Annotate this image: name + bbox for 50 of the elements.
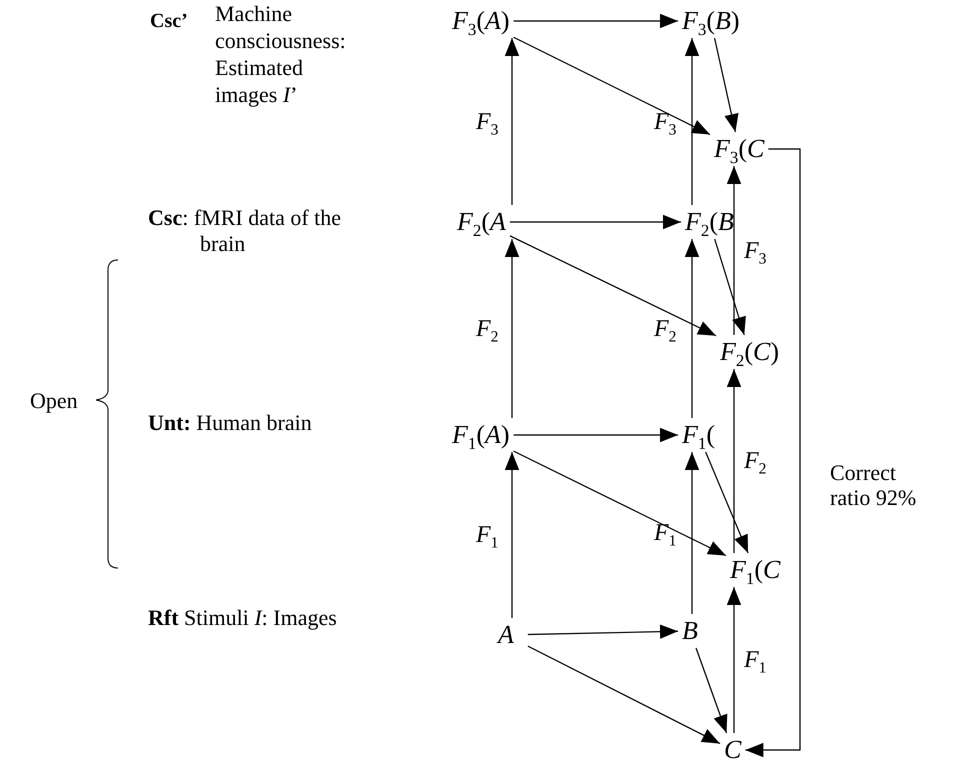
arrow [514,428,678,442]
arrow [528,624,678,639]
math-term: F$_{2}$(C) [716,335,784,369]
arrow [528,646,720,744]
arrow [684,452,700,614]
arrow [726,166,742,335]
label: Csc’ [150,9,188,34]
edge-label: F$_{2}$ [476,314,498,342]
edge-label: Correct ratio 92% [830,460,918,510]
edge-label: F$_{2}$ [654,314,676,342]
math-term: F$_{1}$(C [726,553,784,587]
arrow [513,36,710,136]
edge-label: F$_{3}$ [476,108,498,136]
arrow [504,38,520,205]
edge-label: F$_{1}$ [654,519,676,547]
arrow [504,239,520,418]
description-text: Rft Stimuli I: Images [148,605,337,631]
edge-label: F$_{1}$ [476,521,498,549]
arrow [726,587,742,733]
annotation-text: Open [30,388,78,414]
arrow [510,235,716,336]
arrow [504,452,520,618]
arrow [745,148,801,758]
arrow [684,239,700,418]
edge-label: F$_{1}$ [744,646,766,674]
description-text: Csc: fMRI data of the brain [148,205,342,257]
math-term: F$_{1}$( [678,418,720,452]
math-term: F$_{3}$(C [710,132,768,166]
arrow [514,14,678,28]
arrow [513,450,726,556]
arrow [714,238,746,336]
arrow [695,648,728,734]
math-term: B [678,614,702,648]
arrow [510,214,681,230]
arrow [705,452,749,554]
arrow [714,38,739,132]
math-term: F$_{1}$(A) [448,418,514,452]
edge-label: F$_{3}$ [654,108,676,136]
arrow [684,38,700,205]
math-term: F$_{2}$(A [453,205,510,239]
math-term: F$_{3}$(B) [678,4,744,38]
arrow [726,369,742,553]
math-term: F$_{3}$(A) [448,4,514,38]
description-text: Unt: Human brain [148,410,312,436]
math-term: C [720,733,746,767]
edge-label: F$_{3}$ [744,236,766,264]
description-text: Machine consciousness: Estimated images I’ [215,0,347,108]
math-term: F$_{2}$(B [681,205,738,239]
math-term: A [484,618,528,652]
edge-label: F$_{2}$ [744,447,766,475]
